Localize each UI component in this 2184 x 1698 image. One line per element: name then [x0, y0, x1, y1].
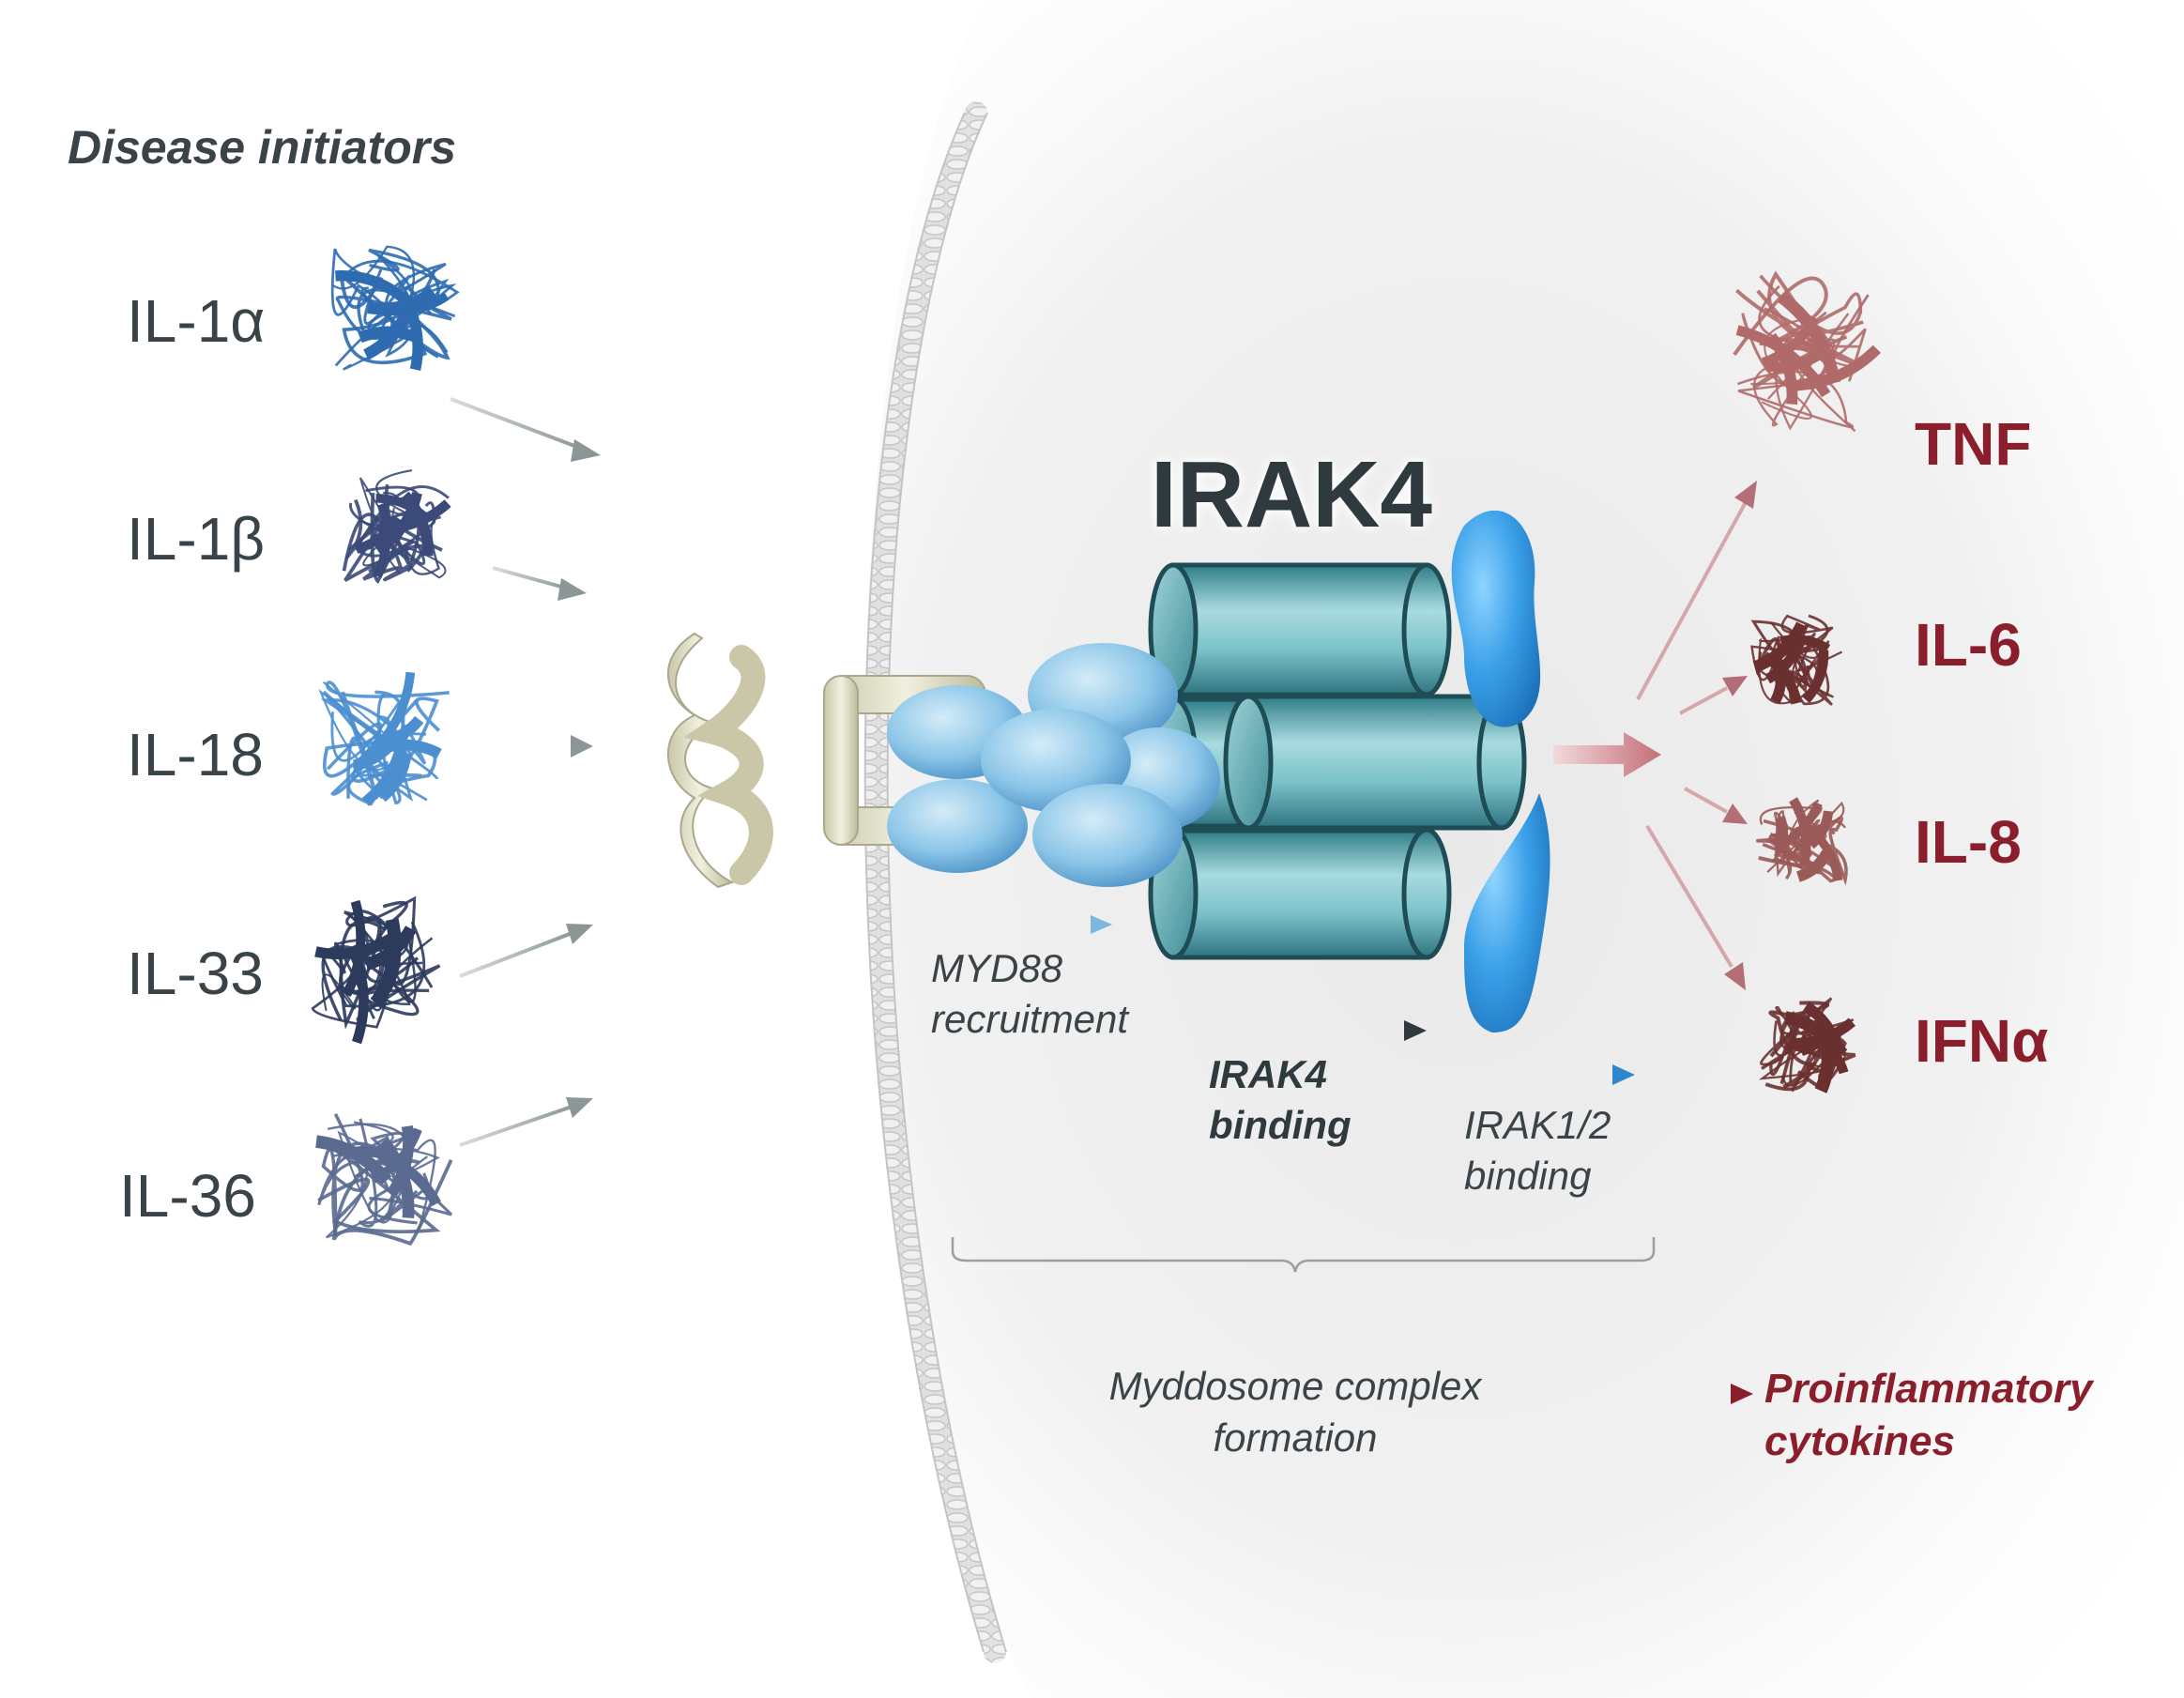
input-arrows — [450, 397, 601, 1147]
myd88-line1: MYD88 — [931, 946, 1063, 990]
myd88-recruitment-label: MYD88 recruitment — [931, 943, 1128, 1045]
irak12-binding-label: IRAK1/2 binding — [1464, 1100, 1611, 1201]
initiator-label-il1a: IL-1α — [127, 287, 266, 355]
myd88-line2: recruitment — [931, 996, 1129, 1041]
irak4-binding-line1: IRAK4 — [1209, 1052, 1328, 1096]
myd88-cluster — [887, 643, 1220, 887]
initiator-protein-2 — [342, 469, 451, 585]
cytokine-protein-4 — [1758, 997, 1856, 1094]
arrowhead — [1612, 1064, 1635, 1085]
output-label-il6: IL-6 — [1915, 611, 2022, 679]
irak1-2-proteins — [1451, 510, 1550, 1033]
proinflammatory-cytokines-label: Proinflammatory cytokines — [1764, 1363, 2093, 1469]
formation-line2: formation — [1213, 1415, 1378, 1460]
arrowhead — [1734, 481, 1757, 509]
irak4-cylinder — [1148, 827, 1452, 960]
arrowhead — [1091, 915, 1112, 934]
output-label-tnf: TNF — [1915, 410, 2032, 478]
initiator-label-il1b: IL-1β — [127, 505, 266, 573]
result-line1: Proinflammatory — [1764, 1366, 2093, 1412]
irak4-cylinder — [1223, 694, 1527, 831]
irak4-binding-line2: binding — [1209, 1102, 1352, 1147]
initiator-protein-4 — [311, 895, 441, 1045]
irak4-binding-label: IRAK4 binding — [1209, 1049, 1352, 1151]
irak4-cylinder — [1148, 562, 1452, 697]
arrowhead — [566, 924, 593, 944]
arrowhead — [557, 578, 587, 601]
output-label-ifna: IFNα — [1915, 1007, 2049, 1075]
complex-bracket — [951, 1237, 1656, 1273]
initiator-label-il33: IL-33 — [127, 940, 264, 1007]
cytokine-protein-1 — [1733, 270, 1881, 433]
arrowhead — [1731, 1384, 1753, 1404]
initiator-label-il36: IL-36 — [119, 1162, 256, 1230]
disease-initiators-heading: Disease initiators — [68, 121, 457, 174]
formation-line1: Myddosome complex — [1108, 1364, 1482, 1408]
cell-membrane — [864, 101, 1006, 1663]
arrowhead — [1722, 803, 1748, 824]
myddosome-formation-label: Myddosome complex formation — [1079, 1361, 1511, 1463]
arrowhead — [1724, 962, 1746, 990]
irak12-binding-line1: IRAK1/2 — [1464, 1103, 1611, 1147]
cytokine-protein-2 — [1750, 614, 1843, 706]
initiator-protein-3 — [318, 671, 450, 806]
result-line2: cytokines — [1764, 1418, 1955, 1465]
arrowhead — [571, 735, 593, 757]
initiator-label-il18: IL-18 — [127, 721, 264, 788]
initiator-protein-5 — [315, 1113, 457, 1247]
irak12-binding-line2: binding — [1464, 1153, 1592, 1198]
cytokine-protein-3 — [1756, 797, 1848, 886]
output-label-il8: IL-8 — [1915, 808, 2022, 876]
arrowhead — [571, 439, 601, 462]
arrowhead — [566, 1097, 593, 1118]
output-arrow — [1553, 732, 1661, 777]
initiator-protein-1 — [330, 245, 460, 371]
output-arrows — [1636, 481, 1757, 990]
irak4-title: IRAK4 — [1151, 442, 1433, 547]
arrowhead — [1404, 1020, 1427, 1041]
arrowhead — [1722, 676, 1748, 696]
